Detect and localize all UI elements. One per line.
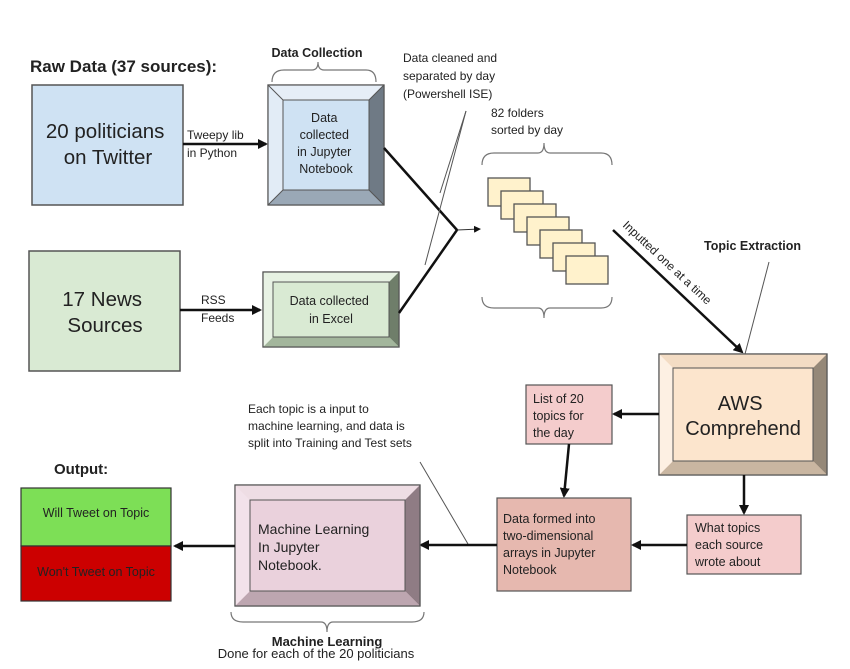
news-source-box[interactable] (28, 250, 181, 372)
source-topics-label: What topics each source wrote about (694, 521, 767, 569)
will-tweet-label: Will Tweet on Topic (43, 506, 150, 520)
inputted-arrow (612, 229, 744, 354)
folder-card (565, 255, 609, 285)
cleaned-callout-1 (424, 110, 467, 266)
data-collection-heading: Data Collection (272, 46, 363, 60)
aws-comprehend-node[interactable] (658, 353, 828, 476)
ml-heading: Machine Learning (272, 634, 383, 649)
folders-annotation: 82 folders sorted by day (491, 106, 563, 137)
jupyter-collect-node[interactable] (267, 84, 385, 206)
ml-brace (230, 611, 425, 633)
ml-input-callout (419, 461, 469, 545)
excel-collect-node[interactable] (262, 271, 400, 348)
inputted-label: Inputted one at a time (620, 218, 715, 308)
output-heading: Output: (54, 461, 108, 478)
jupyter-collect-label: Data collected in Jupyter Notebook (297, 111, 355, 176)
cleaned-annotation: Data cleaned and separated by day (Power… (403, 51, 500, 101)
wont-tweet-label: Won't Tweet on Topic (37, 565, 155, 579)
source-topics-node[interactable] (686, 514, 802, 575)
rss-label: RSS Feeds (201, 293, 234, 325)
wont-tweet-box[interactable] (20, 545, 172, 602)
twitter-source-label: 20 politicians on Twitter (46, 120, 170, 169)
ml-input-annotation: Each topic is a input to machine learnin… (248, 402, 412, 450)
cleaned-callout-2 (439, 110, 467, 194)
folder-stack (487, 177, 609, 285)
topic-extraction-callout (744, 261, 770, 355)
ml-label: Machine Learning In Jupyter Notebook. (258, 521, 373, 573)
news-source-label: 17 News Sources (62, 288, 147, 337)
twitter-source-box[interactable] (31, 84, 184, 206)
folders-bottom-brace (481, 296, 613, 319)
arrays-node[interactable] (496, 497, 632, 592)
topics-to-arrays-arrow (559, 443, 571, 498)
aws-comprehend-label: AWS Comprehend (685, 393, 801, 440)
tweepy-label: Tweepy lib in Python (187, 128, 247, 160)
topic-extraction-heading: Topic Extraction (704, 239, 801, 253)
arrays-label: Data formed into two-dimensional arrays … (503, 512, 599, 577)
ml-node[interactable] (234, 484, 421, 607)
topics-list-label: List of 20 topics for the day (533, 392, 587, 440)
excel-collect-label: Data collected in Excel (290, 294, 373, 326)
ml-subheading: Done for each of the 20 politicians (218, 646, 415, 661)
merge-arrow (456, 225, 481, 233)
folders-top-brace (481, 142, 613, 166)
raw-data-heading: Raw Data (37 sources): (30, 57, 217, 76)
will-tweet-box[interactable] (20, 487, 172, 547)
data-collection-brace (271, 61, 377, 83)
